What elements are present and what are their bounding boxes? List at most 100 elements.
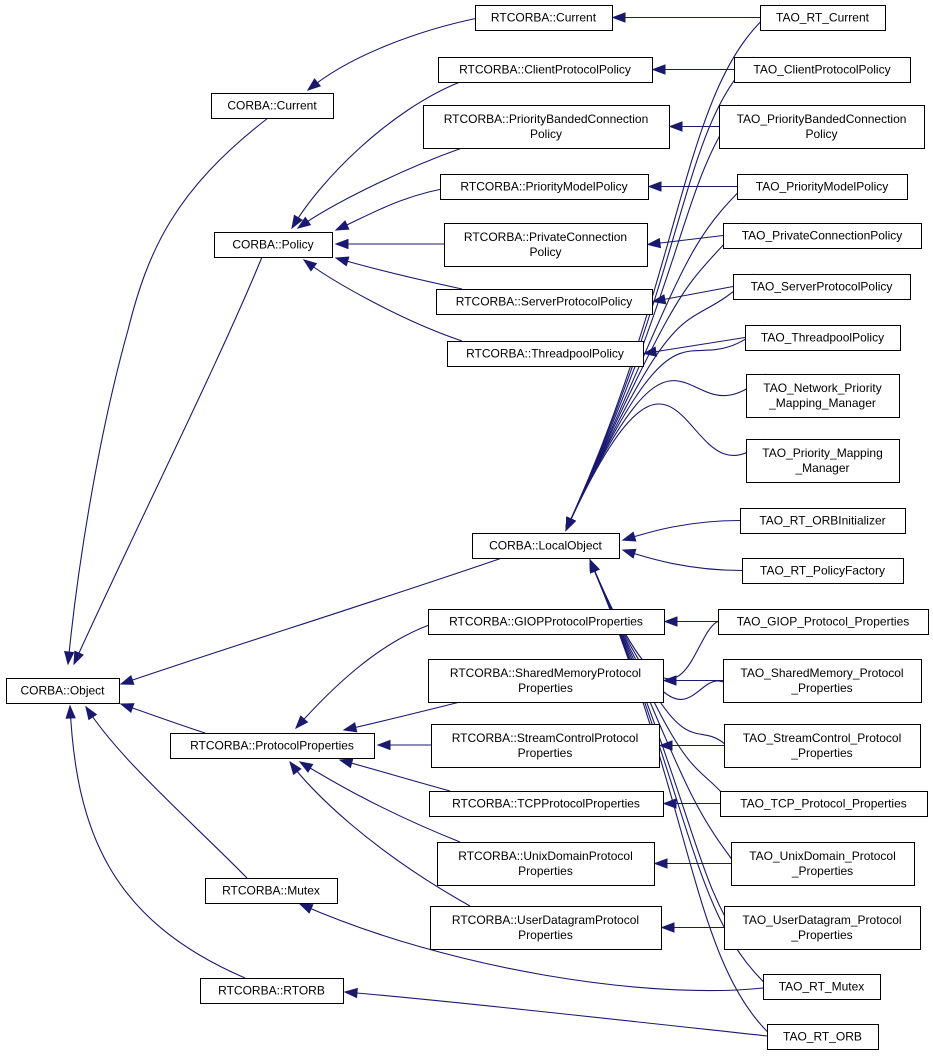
- arrowhead-icon: [334, 220, 350, 231]
- class-node-tao-rt-current[interactable]: TAO_RT_Current: [760, 5, 886, 31]
- class-node-tao-priority-mapping[interactable]: TAO_Priority_Mapping_Manager: [746, 439, 900, 483]
- edge-rt_giop-to-rt_protocolproperties: [295, 621, 439, 730]
- arrowhead-icon: [85, 705, 98, 721]
- class-node-tao-privateconnection[interactable]: TAO_PrivateConnectionPolicy: [723, 223, 922, 249]
- class-node-tao-userdatagram[interactable]: TAO_UserDatagram_Protocol_Properties: [724, 906, 921, 950]
- class-node-rt-rtorb[interactable]: RTCORBA::RTORB: [200, 978, 344, 1004]
- class-node-tao-giop[interactable]: TAO_GIOP_Protocol_Properties: [718, 609, 929, 635]
- class-label: Properties: [518, 864, 573, 878]
- class-box: [200, 978, 344, 1004]
- class-node-tao-serverprotocolpolicy[interactable]: TAO_ServerProtocolPolicy: [733, 274, 911, 300]
- class-node-tao-streamcontrol[interactable]: TAO_StreamControl_Protocol_Properties: [724, 724, 921, 768]
- edge-line: [622, 519, 741, 541]
- class-label: TAO_TCP_Protocol_Properties: [740, 797, 907, 811]
- edge-tao_rt_mutex-to-rt_mutex: [298, 903, 764, 992]
- arrowhead-icon: [621, 531, 637, 542]
- edge-rt_tcp-to-rt_protocolproperties: [338, 758, 451, 792]
- edge-rt_userdatagram-to-rt_protocolproperties: [289, 760, 471, 907]
- class-label: _Properties: [790, 746, 852, 760]
- arrowhead-icon: [653, 858, 668, 869]
- arrowhead-icon: [611, 12, 626, 23]
- class-label: Policy: [529, 245, 561, 259]
- arrowhead-icon: [343, 987, 358, 999]
- edge-corba_localobject-to-corba_object: [119, 557, 503, 685]
- class-label: TAO_ClientProtocolPolicy: [753, 63, 890, 77]
- class-node-tao-rt-mutex[interactable]: TAO_RT_Mutex: [763, 974, 881, 1000]
- class-node-rt-serverprotocolpolicy[interactable]: RTCORBA::ServerProtocolPolicy: [436, 289, 653, 315]
- edge-line: [565, 56, 755, 531]
- edge-rt_prioritymodel-to-corba_policy: [334, 185, 459, 231]
- arrowhead-icon: [646, 237, 662, 249]
- class-box: [740, 508, 906, 534]
- class-node-rt-giop[interactable]: RTCORBA::GIOPProtocolProperties: [428, 609, 665, 635]
- class-node-tao-sharedmemory[interactable]: TAO_SharedMemory_Protocol_Properties: [723, 659, 922, 703]
- arrowhead-icon: [289, 760, 302, 776]
- class-label: TAO_PrivateConnectionPolicy: [742, 229, 903, 243]
- class-node-rt-privateconnection[interactable]: RTCORBA::PrivateConnectionPolicy: [444, 223, 648, 267]
- class-label: TAO_RT_Mutex: [779, 980, 865, 994]
- class-node-rt-tcp[interactable]: RTCORBA::TCPProtocolProperties: [429, 791, 664, 817]
- class-node-tao-network-priority[interactable]: TAO_Network_Priority_Mapping_Manager: [746, 374, 900, 418]
- class-node-rt-protocolproperties[interactable]: RTCORBA::ProtocolProperties: [170, 733, 375, 759]
- class-label: CORBA::Policy: [232, 238, 313, 252]
- class-label: Policy: [805, 127, 837, 141]
- class-node-tao-unixdomain[interactable]: TAO_UnixDomain_Protocol_Properties: [731, 842, 915, 886]
- class-label: TAO_StreamControl_Protocol: [743, 731, 902, 745]
- edge-tao_clientprotocolpolicy-to-rt_clientprotocolpolicy: [651, 64, 734, 75]
- class-node-rt-mutex[interactable]: RTCORBA::Mutex: [205, 878, 338, 904]
- edge-tao_prioritybanded-to-corba_localobject: [565, 104, 740, 532]
- class-label: TAO_ThreadpoolPolicy: [761, 331, 884, 345]
- edge-rt_mutex-to-corba_object: [85, 705, 248, 879]
- edge-line: [303, 259, 463, 342]
- class-node-corba-object[interactable]: CORBA::Object: [6, 678, 120, 704]
- class-node-rt-clientprotocolpolicy[interactable]: RTCORBA::ClientProtocolPolicy: [438, 57, 653, 83]
- arrowhead-icon: [119, 675, 135, 685]
- arrowhead-icon: [342, 722, 358, 733]
- class-node-tao-threadpoolpolicy[interactable]: TAO_ThreadpoolPolicy: [745, 325, 901, 351]
- edge-line: [299, 761, 461, 843]
- edge-line: [67, 117, 269, 665]
- edge-tao_privateconnection-to-rt_privateconnection: [646, 234, 724, 249]
- edge-line: [69, 705, 246, 979]
- class-node-rt-current[interactable]: RTCORBA::Current: [475, 5, 613, 31]
- class-box: [475, 5, 613, 31]
- class-node-corba-current[interactable]: CORBA::Current: [211, 93, 334, 119]
- class-box: [720, 791, 928, 817]
- class-box: [214, 232, 333, 258]
- class-node-rt-threadpoolpolicy[interactable]: RTCORBA::ThreadpoolPolicy: [447, 341, 644, 367]
- class-box: [724, 724, 921, 768]
- class-node-tao-rt-orbinitializer[interactable]: TAO_RT_ORBInitializer: [740, 508, 906, 534]
- class-node-tao-prioritymodel[interactable]: TAO_PriorityModelPolicy: [737, 174, 908, 200]
- nodes-layer: CORBA::Object CORBA::CurrentCORBA::Policy…: [6, 5, 929, 1050]
- class-node-tao-rt-policyfactory[interactable]: TAO_RT_PolicyFactory: [742, 558, 904, 584]
- class-node-rt-prioritymodel[interactable]: RTCORBA::PriorityModelPolicy: [440, 174, 649, 200]
- edge-tao_privateconnection-to-corba_localobject: [565, 222, 744, 532]
- class-box: [734, 57, 911, 83]
- class-box: [431, 724, 660, 768]
- class-node-tao-tcp[interactable]: TAO_TCP_Protocol_Properties: [720, 791, 928, 817]
- class-label: RTCORBA::PriorityBandedConnection: [444, 112, 649, 126]
- class-node-tao-clientprotocolpolicy[interactable]: TAO_ClientProtocolPolicy: [734, 57, 911, 83]
- class-box: [428, 659, 664, 703]
- arrowhead-icon: [64, 651, 75, 666]
- edge-rt_threadpoolpolicy-to-corba_policy: [302, 259, 463, 342]
- class-label: _Properties: [791, 864, 853, 878]
- class-box: [737, 174, 908, 200]
- class-node-corba-policy[interactable]: CORBA::Policy: [214, 232, 333, 258]
- edge-line: [85, 706, 248, 879]
- arrowhead-icon: [298, 761, 314, 773]
- class-node-corba-localobject[interactable]: CORBA::LocalObject: [472, 533, 620, 559]
- edge-rt_protocolproperties-to-corba_object: [119, 703, 206, 734]
- class-node-tao-rt-orb[interactable]: TAO_RT_ORB: [767, 1024, 879, 1050]
- class-label: TAO_Network_Priority: [763, 381, 881, 395]
- edge-rt_serverprotocolpolicy-to-corba_policy: [334, 256, 463, 290]
- class-label: RTCORBA::ProtocolProperties: [190, 739, 354, 753]
- class-label: RTCORBA::ServerProtocolPolicy: [456, 295, 633, 309]
- class-label: CORBA::Current: [227, 99, 317, 113]
